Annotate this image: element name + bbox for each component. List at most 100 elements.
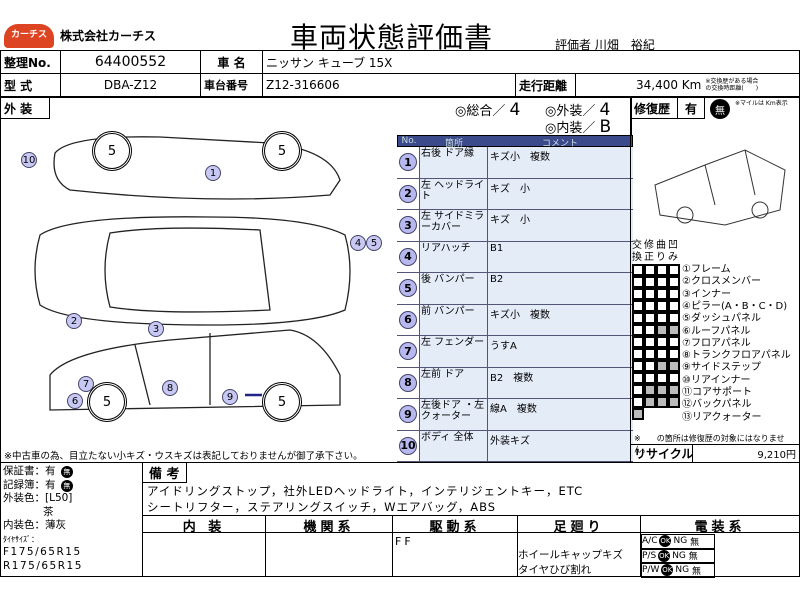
row-no: 1 bbox=[397, 147, 419, 178]
repair-checkbox bbox=[668, 264, 680, 276]
repair-item-label: ⑦フロアパネル bbox=[682, 337, 751, 349]
marker-7[interactable]: 7 bbox=[78, 376, 94, 392]
repair-checkbox bbox=[644, 348, 656, 360]
marker-5[interactable]: 5 bbox=[366, 235, 382, 251]
tire-rating-label: 5 bbox=[277, 143, 287, 159]
none-option: 無 bbox=[690, 537, 700, 548]
row-comment: 外装キズ bbox=[487, 430, 633, 461]
repair-checkbox bbox=[656, 288, 668, 300]
suspension-box: 足廻り ホイールキャップキズ タイヤひび割れ bbox=[517, 515, 641, 577]
damage-row: 3 左 サイドミラーカバー キズ 小 bbox=[397, 210, 633, 242]
number-badge: 1 bbox=[399, 153, 417, 172]
row-comment: 線A 複数 bbox=[487, 399, 633, 430]
car-frame-diagram bbox=[654, 149, 786, 226]
repair-checkbox bbox=[644, 408, 656, 420]
row-no: 9 bbox=[397, 399, 419, 430]
repair-checkbox bbox=[644, 396, 656, 408]
row-comment: キズ小 複数 bbox=[487, 147, 633, 178]
page-title: 車両状態評価書 bbox=[290, 21, 494, 54]
marker-3[interactable]: 3 bbox=[148, 321, 164, 337]
grid-header: 交換 bbox=[632, 240, 642, 263]
record-book: 記録簿：有 bbox=[3, 478, 56, 491]
repair-item-label: ⑧トランクフロアパネル bbox=[682, 350, 791, 362]
repair-item-label: ④ピラー(A・B・C・D) bbox=[682, 300, 788, 312]
repair-checkbox bbox=[656, 372, 668, 384]
none-option: 無 bbox=[691, 566, 701, 577]
repair-checkbox bbox=[632, 372, 644, 384]
row-comment: B1 bbox=[487, 241, 633, 272]
marker-9[interactable]: 9 bbox=[222, 389, 238, 405]
row-part: リアハッチ bbox=[419, 241, 487, 272]
marker-label: 4 bbox=[354, 237, 362, 249]
remarks-line-2: シートリフター，ステアリングスイッチ，Wエアバッグ，ABS bbox=[147, 500, 497, 514]
suspension-label: 足廻り bbox=[518, 516, 640, 535]
repair-checkbox bbox=[668, 300, 680, 312]
repair-value: 有 bbox=[677, 97, 705, 119]
repair-checkbox bbox=[632, 408, 644, 420]
ext-label: ◎外装／ bbox=[545, 104, 596, 119]
mile-note: ※マイルは Km表示 bbox=[735, 100, 788, 107]
evaluator-label: 評価者 bbox=[555, 38, 592, 52]
damage-row: 10 ボディ 全体 外装キズ bbox=[397, 430, 633, 462]
row-comment: キズ 小 bbox=[487, 210, 633, 241]
repair-checkbox bbox=[644, 288, 656, 300]
evaluator-name: 川畑 裕紀 bbox=[594, 38, 655, 52]
damage-row: 7 左 フェンダー うすA bbox=[397, 336, 633, 368]
mileage-note: ※交換歴がある場合の交換時距離( ) bbox=[705, 78, 759, 92]
repair-item-label: ③インナー bbox=[682, 288, 731, 300]
repair-item-label: ②クロスメンバー bbox=[682, 276, 761, 288]
repair-checkbox bbox=[632, 288, 644, 300]
marker-6[interactable]: 6 bbox=[67, 393, 83, 409]
number-badge: 7 bbox=[399, 342, 417, 361]
row-part: ボディ 全体 bbox=[419, 430, 487, 461]
row-part: 左前 ドア bbox=[419, 367, 487, 398]
row-part: 後 バンパー bbox=[419, 273, 487, 304]
exterior-label: 外 装 bbox=[0, 97, 50, 119]
mileage-value: 34,400 Km bbox=[636, 78, 702, 92]
int-label: ◎内装／ bbox=[545, 121, 596, 136]
ok-circle: OK bbox=[658, 549, 671, 562]
repair-checkbox bbox=[644, 360, 656, 372]
header-comment: コメント bbox=[541, 139, 578, 149]
marker-label: 3 bbox=[152, 323, 160, 335]
ok-circle: OK bbox=[661, 564, 674, 577]
row-no: 6 bbox=[397, 304, 419, 335]
repair-checkbox bbox=[668, 408, 680, 420]
marker-10[interactable]: 10 bbox=[21, 152, 37, 168]
repair-checkbox bbox=[632, 384, 644, 396]
grid-header: 凹み bbox=[668, 240, 678, 263]
tire-rating: 5 bbox=[262, 382, 302, 422]
repair-checkbox bbox=[632, 324, 644, 336]
remarks-label: 備 考 bbox=[143, 463, 187, 483]
number-badge: 9 bbox=[399, 405, 417, 424]
number-badge: 8 bbox=[399, 373, 417, 392]
engine-box: 機関系 bbox=[265, 515, 393, 577]
score-exterior: ◎外装／ 4 bbox=[545, 100, 610, 120]
warranty: 保証書：有 bbox=[3, 465, 56, 477]
electrical-item: A/C bbox=[642, 536, 658, 547]
chassis-label: 車台番号 bbox=[200, 73, 263, 97]
marker-1[interactable]: 1 bbox=[205, 165, 221, 181]
marker-4[interactable]: 4 bbox=[350, 235, 366, 251]
marker-2[interactable]: 2 bbox=[66, 313, 82, 329]
repair-grid bbox=[632, 264, 680, 420]
repair-checkbox bbox=[668, 324, 680, 336]
repair-checkbox bbox=[656, 300, 668, 312]
marker-label: 1 bbox=[209, 167, 217, 179]
repair-checkbox bbox=[656, 360, 668, 372]
marker-label: 8 bbox=[166, 382, 174, 394]
repair-item-label: ⑪コアサポート bbox=[682, 387, 752, 398]
tire-rear: R175/65R15 bbox=[3, 559, 83, 572]
marker-label: 2 bbox=[70, 315, 78, 327]
repair-checkbox bbox=[656, 336, 668, 348]
row-part: 左後ドア ・左クォーター bbox=[419, 399, 487, 430]
tire-front: F175/65R15 bbox=[3, 546, 82, 558]
repair-checkbox bbox=[632, 360, 644, 372]
row-part: 左 フェンダー bbox=[419, 336, 487, 367]
repair-checkbox bbox=[668, 360, 680, 372]
repair-item-label: ⑫バックパネル bbox=[682, 399, 752, 411]
marker-8[interactable]: 8 bbox=[162, 380, 178, 396]
ok-circle: OK bbox=[659, 535, 672, 548]
repair-checkbox bbox=[668, 372, 680, 384]
